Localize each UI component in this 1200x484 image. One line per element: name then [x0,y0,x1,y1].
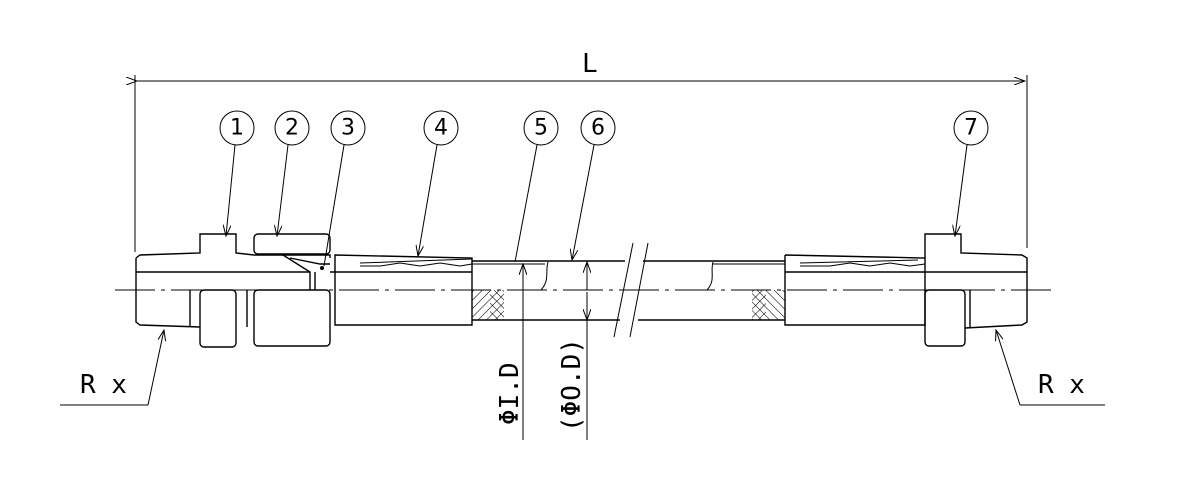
diameter-dimensions: ΦI.D (ΦO.D) [495,262,587,440]
balloon-5: 5 [514,110,559,263]
svg-text:6: 6 [591,116,605,141]
balloon-6: 6 [572,110,616,260]
balloon-1: 1 [219,110,255,236]
left-fitting [135,233,331,348]
hose [472,242,785,338]
thread-callout-right: R x [996,330,1105,406]
svg-text:7: 7 [964,116,978,141]
svg-text:1: 1 [230,116,244,141]
balloon-3: 3 [323,110,366,267]
balloon-2: 2 [275,110,310,236]
thread-callout-left: R x [60,330,164,406]
inner-diameter-label: ΦI.D [495,362,525,425]
thread-right-label: R x [1038,370,1085,400]
svg-text:2: 2 [285,116,299,141]
length-label: L [582,49,598,79]
length-dimension: L [135,49,1028,252]
balloon-4: 4 [418,110,459,256]
svg-text:3: 3 [341,116,355,141]
outer-diameter-label: (ΦO.D) [557,338,587,432]
balloon-7: 7 [954,110,989,236]
right-fitting [784,233,1028,347]
svg-text:5: 5 [534,116,548,141]
svg-text:4: 4 [434,116,448,141]
thread-left-label: R x [80,370,127,400]
